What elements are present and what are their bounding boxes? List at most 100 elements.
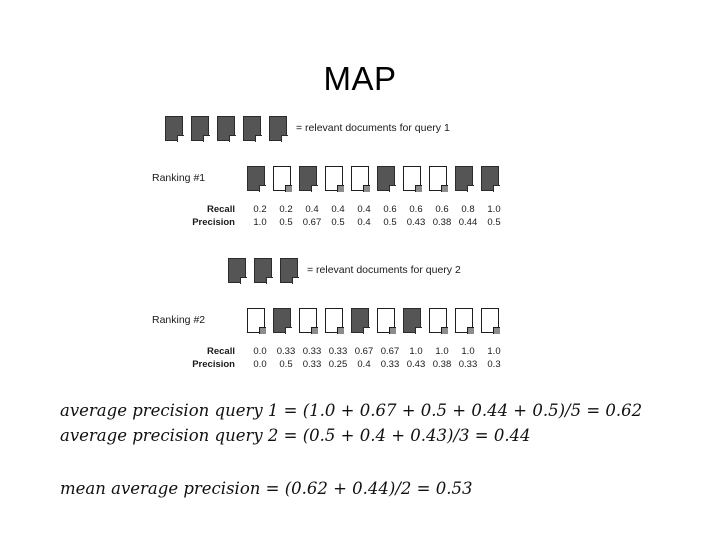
document-body [269,116,287,141]
page-fold-icon [255,135,262,142]
page-fold-icon [389,185,396,192]
legend-query-2-caption: = relevant documents for query 2 [307,264,461,277]
metric-value: 0.33 [276,345,296,357]
document-icon [217,116,236,142]
document-icon [377,308,396,334]
metric-row-label: Recall [207,345,235,357]
page-fold-icon [389,327,396,334]
metric-value: 0.6 [409,203,423,215]
metric-value: 0.0 [253,358,267,370]
legend-query-1-icons [165,116,288,142]
page-fold-icon [493,327,500,334]
map-figure: = relevant documents for query 1 Ranking… [0,108,720,388]
metric-value: 1.0 [409,345,423,357]
ranking-2-documents [247,308,500,334]
document-icon [247,166,266,192]
metric-value: 0.5 [383,216,397,228]
document-body [165,116,183,141]
metric-value: 0.5 [279,216,293,228]
page-fold-icon [266,277,273,284]
document-body [247,308,265,333]
document-body [299,308,317,333]
ranking-1-row: Ranking #1 [152,166,500,192]
metric-value: 1.0 [487,345,501,357]
page-fold-icon [363,185,370,192]
page-fold-icon [337,185,344,192]
metric-value: 0.5 [331,216,345,228]
metric-row-label: Recall [207,203,235,215]
document-body [325,308,343,333]
document-body [403,166,421,191]
document-icon [269,116,288,142]
document-body [191,116,209,141]
document-body [351,166,369,191]
equation-average-precision-query-1: average precision query 1 = (1.0 + 0.67 … [60,401,643,420]
document-body [228,258,246,283]
metric-value: 0.4 [331,203,345,215]
page-fold-icon [259,185,266,192]
legend-query-2-icons [228,258,299,284]
document-body [403,308,421,333]
document-icon [299,308,318,334]
legend-query-2: = relevant documents for query 2 [228,258,461,284]
metric-value: 0.4 [305,203,319,215]
metric-value: 0.67 [380,345,400,357]
metric-value: 0.33 [458,358,478,370]
page-fold-icon [311,185,318,192]
metric-value: 0.2 [279,203,293,215]
equation-average-precision-query-2: average precision query 2 = (0.5 + 0.4 +… [60,426,531,445]
page-fold-icon [441,185,448,192]
document-icon [377,166,396,192]
document-icon [455,308,474,334]
document-icon [429,166,448,192]
document-icon [481,166,500,192]
document-body [243,116,261,141]
document-icon [280,258,299,284]
page-fold-icon [285,185,292,192]
page-fold-icon [363,327,370,334]
metric-value: 0.33 [302,358,322,370]
metric-value: 0.33 [302,345,322,357]
document-body [254,258,272,283]
metric-value: 0.25 [328,358,348,370]
document-body [481,166,499,191]
document-body [377,308,395,333]
document-icon [247,308,266,334]
document-body [280,258,298,283]
document-icon [351,308,370,334]
document-body [273,166,291,191]
document-icon [481,308,500,334]
page-fold-icon [281,135,288,142]
document-body [481,308,499,333]
equation-mean-average-precision: mean average precision = (0.62 + 0.44)/2… [60,479,473,498]
page-fold-icon [415,185,422,192]
document-body [217,116,235,141]
page-fold-icon [229,135,236,142]
document-icon [403,308,422,334]
metric-value: 0.5 [279,358,293,370]
metric-value: 1.0 [253,216,267,228]
page-fold-icon [493,185,500,192]
document-body [325,166,343,191]
document-icon [325,166,344,192]
metric-value: 0.33 [328,345,348,357]
document-body [455,308,473,333]
metric-value: 0.4 [357,358,371,370]
document-icon [403,166,422,192]
page-fold-icon [292,277,299,284]
page-fold-icon [441,327,448,334]
document-body [455,166,473,191]
page-fold-icon [259,327,266,334]
legend-query-1: = relevant documents for query 1 [165,116,450,142]
metric-value: 0.6 [435,203,449,215]
document-body [247,166,265,191]
metric-value: 0.6 [383,203,397,215]
metric-value: 1.0 [487,203,501,215]
